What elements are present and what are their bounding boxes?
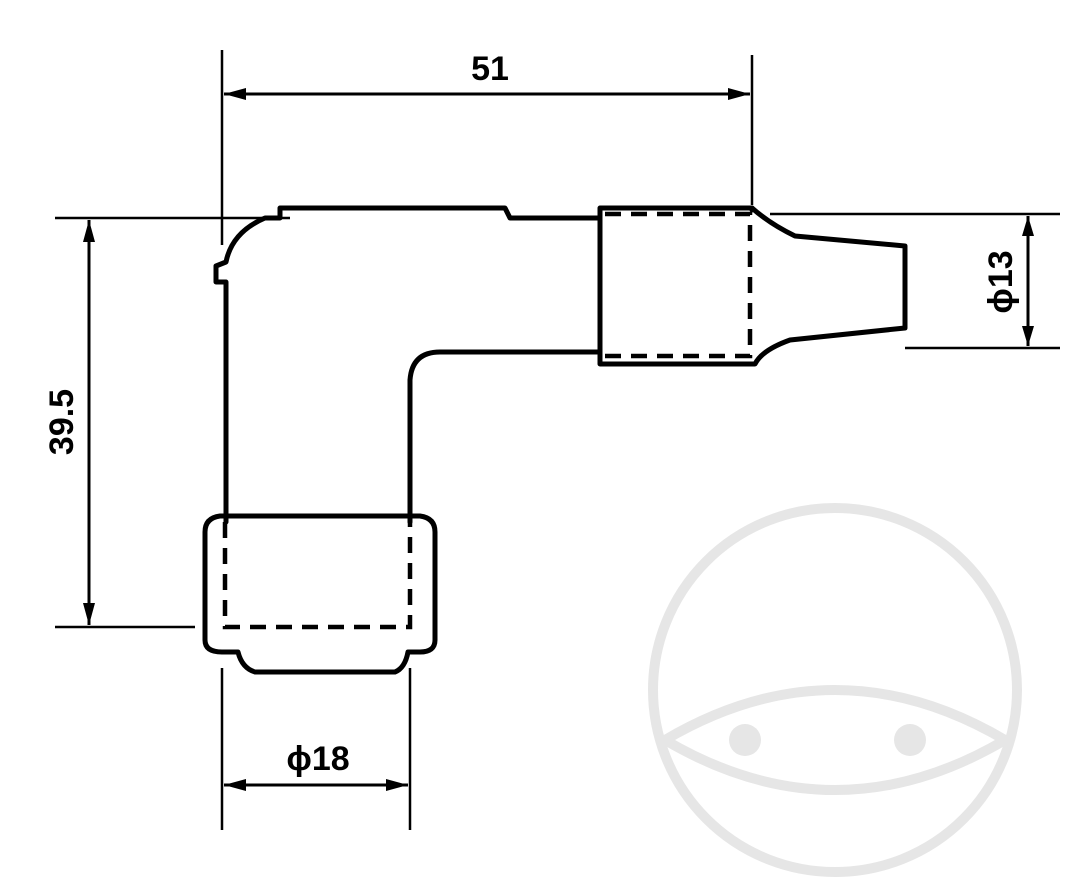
- dimension-tip-diameter-label: ϕ13: [982, 250, 1020, 313]
- dimension-length-label: 51: [471, 50, 509, 88]
- extension-lines: [55, 50, 1060, 830]
- watermark-logo: [648, 503, 1022, 877]
- dimension-length: 51: [224, 50, 750, 100]
- dimension-tip-diameter: ϕ13: [982, 216, 1034, 346]
- hidden-lines: [222, 211, 753, 630]
- spark-plug-cap-outline: [202, 205, 908, 675]
- dimension-base-diameter-label: ϕ18: [286, 740, 349, 778]
- dimension-base-diameter: ϕ18: [224, 740, 408, 791]
- dimension-height-label: 39.5: [43, 389, 81, 455]
- dimension-height: 39.5: [43, 220, 95, 625]
